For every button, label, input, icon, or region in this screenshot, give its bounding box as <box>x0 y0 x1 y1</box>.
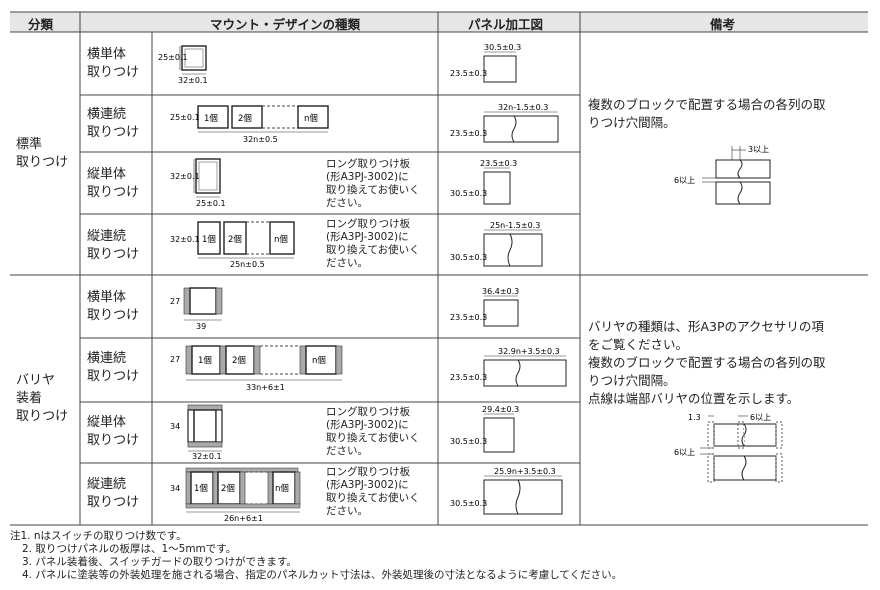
footnote-1: 注1. nはスイッチの取りつけ数です。 <box>10 530 187 542</box>
row-3-cell-1: 1個 <box>202 234 216 245</box>
row-1-cell-2: 2個 <box>238 113 252 124</box>
remarks-barrier-text: バリヤの種類は、形A3Pのアクセサリの項をご覧ください。複数のブロックで配置する… <box>588 319 826 406</box>
row-4-panel-diagram: 36.4±0.3 23.5±0.3 <box>450 287 519 327</box>
row-2-note: ロング取りつけ板(形A3PJ-3002)に取り換えてお使いください。 <box>326 158 420 209</box>
row-6-note: ロング取りつけ板(形A3PJ-3002)に取り換えてお使いください。 <box>326 406 420 457</box>
row-5-panel-h: 23.5±0.3 <box>450 373 487 382</box>
footnote-3: 3. パネル装着後、スイッチガードの取りつけができます。 <box>22 556 297 568</box>
row-0-mount-diagram: 25±0.1 32±0.1 <box>158 45 208 85</box>
row-3-panel-diagram: 25n-1.5±0.3 30.5±0.3 <box>450 221 543 267</box>
row-0-mount-type: 横単体取りつけ <box>87 47 140 80</box>
row-2-dim-a: 32±0.1 <box>170 172 200 181</box>
row-1-panel-diagram: 32n-1.5±0.3 23.5±0.3 <box>450 103 559 143</box>
row-6-dim-b: 32±0.1 <box>192 452 222 461</box>
row-7-panel-diagram: 25.9n+3.5±0.3 30.5±0.3 <box>450 467 563 515</box>
row-5-cell-2: 2個 <box>232 355 246 366</box>
row-6-panel-h: 30.5±0.3 <box>450 437 487 446</box>
footnote-4: 4. パネルに塗装等の外装処理を施される場合、指定のパネルカット寸法は、外装処理… <box>22 569 623 581</box>
row-0-dim-a: 25±0.1 <box>158 53 188 62</box>
row-2-dim-b: 25±0.1 <box>196 199 226 208</box>
row-0-dim-b: 32±0.1 <box>178 76 208 85</box>
row-2-panel-w: 23.5±0.3 <box>480 159 517 168</box>
row-5-cell-1: 1個 <box>198 355 212 366</box>
row-6-mount-diagram: 34 32±0.1 <box>170 404 223 461</box>
header-remarks: 備考 <box>710 17 736 32</box>
remarks-standard-dim-b: 6以上 <box>674 176 695 185</box>
row-4-dim-b: 39 <box>196 322 206 331</box>
row-5-dim-b: 33n+6±1 <box>246 383 285 392</box>
row-3-cell-n: n個 <box>274 234 288 245</box>
row-1-cell-n: n個 <box>304 113 318 124</box>
row-3-panel-w: 25n-1.5±0.3 <box>490 221 540 230</box>
remarks-barrier-diagram: 1.3 6以上 6以上 <box>674 413 783 483</box>
row-7-panel-w: 25.9n+3.5±0.3 <box>494 467 556 476</box>
row-1-panel-h: 23.5±0.3 <box>450 129 487 138</box>
row-1-mount-type: 横連続取りつけ <box>87 107 140 140</box>
row-3-cell-2: 2個 <box>228 234 242 245</box>
row-6-panel-diagram: 29.4±0.3 30.5±0.3 <box>450 405 519 453</box>
row-3-panel-h: 30.5±0.3 <box>450 253 487 262</box>
row-1-panel-w: 32n-1.5±0.3 <box>498 103 548 112</box>
row-7-dim-b: 26n+6±1 <box>224 514 263 523</box>
row-4-panel-w: 36.4±0.3 <box>482 287 519 296</box>
row-5-cell-n: n個 <box>312 355 326 366</box>
row-3-dim-b: 25n±0.5 <box>230 260 265 269</box>
row-7-cell-1: 1個 <box>194 483 208 494</box>
row-5-mount-type: 横連続取りつけ <box>87 351 140 384</box>
row-4-mount-diagram: 27 39 <box>170 287 223 331</box>
row-6-mount-type: 縦単体取りつけ <box>87 415 140 448</box>
row-1-dim-a: 25±0.1 <box>170 113 200 122</box>
row-5-panel-w: 32.9n+3.5±0.3 <box>498 347 560 356</box>
row-2-mount-diagram: 32±0.1 25±0.1 <box>170 158 226 208</box>
row-3-mount-type: 縦連続取りつけ <box>87 229 140 262</box>
remarks-standard-diagram: 3以上 6以上 <box>674 145 771 205</box>
row-5-dim-a: 27 <box>170 355 180 364</box>
row-0-panel-diagram: 30.5±0.3 23.5±0.3 <box>450 43 521 83</box>
row-3-dim-a: 32±0.1 <box>170 235 200 244</box>
row-4-panel-h: 23.5±0.3 <box>450 313 487 322</box>
row-2-mount-type: 縦単体取りつけ <box>87 167 140 200</box>
remarks-barrier-dim-a: 1.3 <box>688 413 701 422</box>
row-4-dim-a: 27 <box>170 297 180 306</box>
remarks-barrier-dim-c: 6以上 <box>674 448 695 457</box>
remarks-standard-dim-a: 3以上 <box>748 145 769 154</box>
row-7-mount-diagram: 1個 2個 n個 34 26n+6±1 <box>170 467 301 523</box>
row-3-note: ロング取りつけ板(形A3PJ-3002)に取り換えてお使いください。 <box>326 218 420 269</box>
header-mount-design: マウント・デザインの種類 <box>210 17 361 32</box>
remarks-barrier-dim-b: 6以上 <box>750 413 771 422</box>
category-standard: 標準取りつけ <box>16 137 69 170</box>
header-panel-cutout: パネル加工図 <box>468 17 544 32</box>
row-6-panel-w: 29.4±0.3 <box>482 405 519 414</box>
row-2-panel-h: 30.5±0.3 <box>450 189 487 198</box>
row-7-note: ロング取りつけ板(形A3PJ-3002)に取り換えてお使いください。 <box>326 466 420 517</box>
row-7-panel-h: 30.5±0.3 <box>450 499 487 508</box>
row-5-mount-diagram: 1個 2個 n個 27 33n+6±1 <box>170 345 343 392</box>
row-1-dim-b: 32n±0.5 <box>243 135 278 144</box>
header-background <box>10 12 868 32</box>
row-6-dim-a: 34 <box>170 422 180 431</box>
row-7-mount-type: 縦連続取りつけ <box>87 477 140 510</box>
row-1-cell-1: 1個 <box>204 113 218 124</box>
category-barrier: バリヤ装着取りつけ <box>16 373 69 424</box>
row-1-mount-diagram: 1個 2個 n個 25±0.1 32n±0.5 <box>170 105 329 144</box>
row-3-mount-diagram: 1個 2個 n個 32±0.1 25n±0.5 <box>170 221 295 269</box>
row-7-cell-2: 2個 <box>221 483 235 494</box>
header-category: 分類 <box>28 17 54 32</box>
row-0-panel-w: 30.5±0.3 <box>484 43 521 52</box>
row-5-panel-diagram: 32.9n+3.5±0.3 23.5±0.3 <box>450 347 567 387</box>
row-7-cell-n: n個 <box>275 483 289 494</box>
row-7-dim-a: 34 <box>170 484 180 493</box>
footnote-2: 2. 取りつけパネルの板厚は、1～5mmです。 <box>22 543 237 555</box>
row-4-mount-type: 横単体取りつけ <box>87 290 140 323</box>
row-0-panel-h: 23.5±0.3 <box>450 69 487 78</box>
row-2-panel-diagram: 23.5±0.3 30.5±0.3 <box>450 159 517 205</box>
remarks-standard-text: 複数のブロックで配置する場合の各列の取りつけ穴間隔。 <box>588 97 826 130</box>
